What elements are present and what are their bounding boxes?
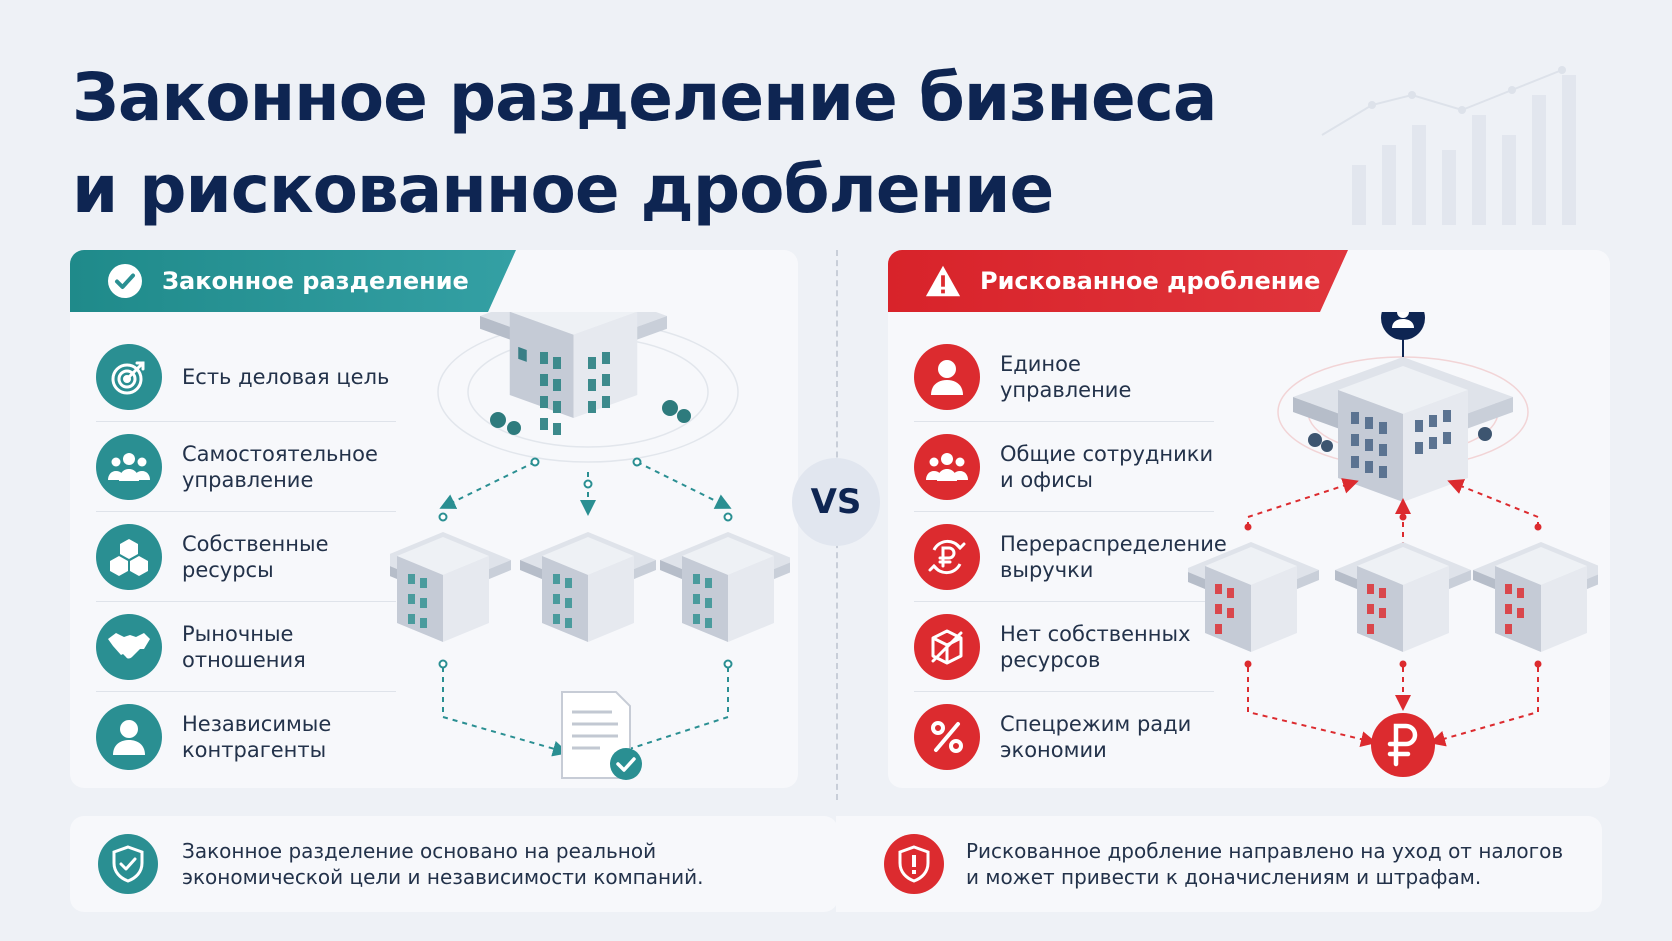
legal-summary: Законное разделение основано на реальной…: [70, 816, 838, 912]
item-label: Рыночные отношения: [182, 621, 306, 672]
person-icon: [96, 704, 162, 770]
risky-fragmentation-heading: Рискованное дробление: [980, 267, 1321, 295]
team-icon: [96, 433, 162, 500]
item-label: Нет собственных ресурсов: [1000, 621, 1191, 672]
list-item: Независимые контрагенты: [96, 692, 396, 782]
list-item: Единое управление: [914, 332, 1214, 422]
list-item: Спецрежим ради экономии: [914, 692, 1214, 782]
item-label: Единое управление: [1000, 351, 1132, 402]
risky-structure-diagram: [1188, 312, 1598, 777]
team-icon: [914, 433, 980, 500]
crossed-box-icon: [914, 613, 980, 680]
vs-label: VS: [810, 482, 862, 522]
list-item: Рыночные отношения: [96, 602, 396, 692]
percent-icon: [914, 704, 980, 770]
item-label: Независимые контрагенты: [182, 712, 332, 762]
warning-triangle-icon: [924, 262, 962, 300]
legal-structure-diagram: [390, 312, 790, 780]
page-title: Законное разделение бизнеса и рискованно…: [72, 59, 1217, 228]
person-icon: [914, 343, 980, 410]
risky-features-list: Единое управление Общие сотрудники и офи…: [914, 332, 1227, 782]
risky-summary-text: Рискованное дробление направлено на уход…: [966, 839, 1564, 889]
item-label: Общие сотрудники и офисы: [1000, 441, 1214, 492]
list-item: Нет собственных ресурсов: [914, 602, 1214, 692]
legal-summary-text: Законное разделение основано на реальной…: [182, 839, 704, 889]
item-label: Перераспределение выручки: [1000, 531, 1227, 582]
shield-alert-icon: [884, 834, 944, 894]
ruble-coin-icon: [1371, 713, 1435, 777]
item-label: Спецрежим ради экономии: [1000, 712, 1192, 762]
legal-separation-heading: Законное разделение: [162, 267, 469, 295]
vs-badge: VS: [792, 458, 880, 546]
list-item: Самостоятельное управление: [96, 422, 396, 512]
list-item: Перераспределение выручки: [914, 512, 1227, 602]
legal-features-list: Есть деловая цель Самостоятельное управл…: [96, 332, 396, 782]
legal-separation-header: Законное разделение: [70, 250, 516, 312]
cubes-icon: [96, 523, 162, 590]
item-label: Собственные ресурсы: [182, 531, 329, 582]
item-label: Самостоятельное управление: [182, 441, 378, 492]
risky-summary: Рискованное дробление направлено на уход…: [836, 816, 1602, 912]
risky-fragmentation-panel: Рискованное дробление Единое управление …: [888, 250, 1610, 788]
owner-badge-icon: [1381, 312, 1425, 357]
background-chart-decoration: [1321, 66, 1576, 225]
risky-fragmentation-header: Рискованное дробление: [888, 250, 1348, 312]
item-label: Есть деловая цель: [182, 364, 390, 389]
list-item: Общие сотрудники и офисы: [914, 422, 1214, 512]
approved-document-icon: [561, 691, 642, 780]
list-item: Собственные ресурсы: [96, 512, 396, 602]
list-item: Есть деловая цель: [96, 332, 396, 422]
handshake-icon: [96, 613, 162, 680]
target-icon: [96, 343, 162, 410]
check-circle-icon: [106, 262, 144, 300]
ruble-cycle-icon: [914, 523, 980, 590]
shield-check-icon: [98, 834, 158, 894]
legal-separation-panel: Законное разделение Есть деловая цель Са…: [70, 250, 798, 788]
